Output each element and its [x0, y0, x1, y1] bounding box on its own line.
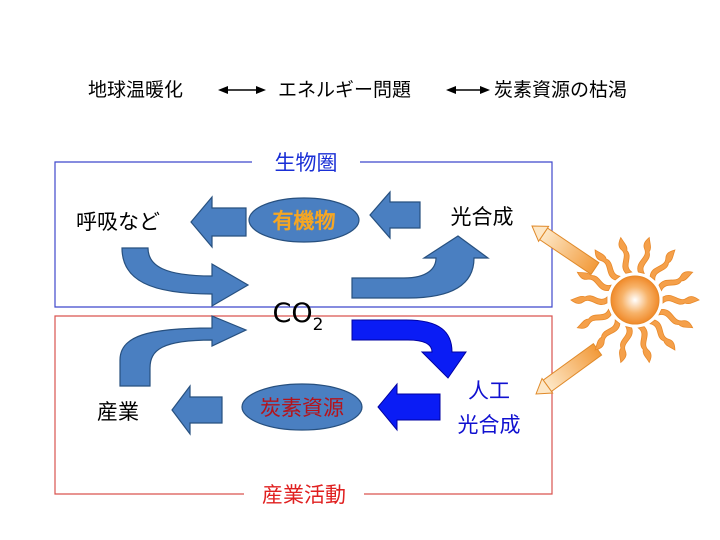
- sun-ray: [658, 271, 694, 292]
- header-term-global-warming: 地球温暖化: [88, 79, 183, 101]
- sun-ray: [594, 319, 621, 351]
- respiration-label: 呼吸など: [76, 210, 160, 234]
- double-arrow-icon: [446, 86, 490, 94]
- sun-ray: [594, 249, 621, 281]
- header-row: 地球温暖化 エネルギー問題 炭素資源の枯渇: [88, 79, 627, 101]
- biosphere-box: 生物圏: [54, 151, 553, 308]
- sun-ray: [619, 326, 633, 364]
- header-term-energy: エネルギー問題: [278, 79, 411, 101]
- organic-matter-label: 有機物: [273, 209, 336, 233]
- artificial-line1: 人工: [468, 379, 510, 403]
- co2-main: CO: [273, 298, 313, 329]
- arrow-industry-to-co2: [119, 315, 248, 387]
- co2-subscript: 2: [313, 315, 324, 335]
- arrow-co2-to-artificial: [351, 319, 467, 379]
- sun-ray-to-photosynthesis: [531, 225, 600, 275]
- biosphere-label: 生物圏: [275, 151, 338, 175]
- sun-ray: [662, 295, 700, 305]
- header-term-carbon-depletion: 炭素資源の枯渇: [494, 79, 627, 101]
- photosynthesis-label: 光合成: [451, 205, 514, 229]
- svg-text:CO2: CO2: [273, 298, 324, 335]
- industry-box: 産業活動: [54, 315, 553, 507]
- sun-icon: [570, 236, 700, 364]
- industry-label: 産業活動: [262, 483, 346, 507]
- co2-label: CO2: [273, 298, 324, 335]
- double-arrow-icon: [218, 86, 266, 94]
- arrow-artificial-to-carbon: [377, 382, 441, 432]
- sun-ray: [576, 271, 612, 291]
- arrow-organic-to-respiration: [190, 195, 247, 249]
- arrow-photosynthesis-to-organic: [369, 190, 421, 240]
- sun-ray: [637, 326, 652, 364]
- sun-ray-to-artificial: [535, 342, 603, 395]
- arrow-co2-to-photosynthesis: [351, 235, 490, 299]
- industry-node-label: 産業: [97, 400, 139, 424]
- organic-matter-node: 有機物: [248, 197, 360, 243]
- carbon-resources-label: 炭素資源: [260, 396, 344, 420]
- sun-ray: [570, 295, 608, 305]
- sun-ray: [649, 319, 676, 351]
- arrow-carbon-to-industry: [171, 384, 223, 436]
- carbon-resources-node: 炭素資源: [241, 383, 363, 431]
- arrow-respiration-to-co2: [121, 247, 250, 308]
- sun-ray: [618, 236, 633, 274]
- sun-ray: [637, 236, 651, 274]
- sun-ray: [649, 249, 676, 281]
- sun-ray: [576, 308, 612, 329]
- sun-ray: [658, 309, 694, 329]
- artificial-line2: 光合成: [458, 413, 521, 437]
- artificial-photosynthesis-label: 人工 光合成: [458, 379, 521, 437]
